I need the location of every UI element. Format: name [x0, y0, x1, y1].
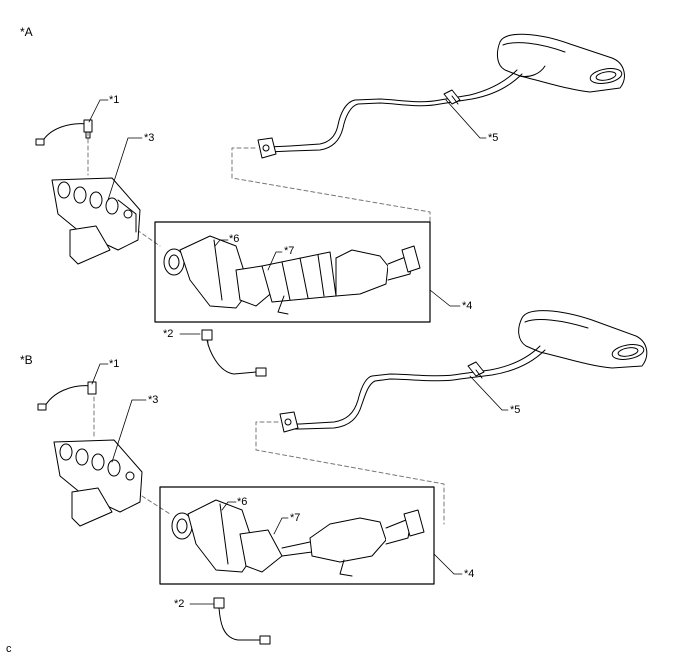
callout-a-7: *7 — [284, 245, 295, 257]
section-b — [37, 310, 648, 613]
callout-a-3: *3 — [144, 132, 155, 144]
section-a-label: *A — [20, 25, 33, 39]
oxygen-sensor-a-2 — [201, 329, 267, 377]
callout-a-5: *5 — [488, 132, 499, 144]
leader-lines — [88, 99, 509, 605]
oxygen-sensor-b-2 — [213, 597, 271, 645]
front-pipe-assembly-a — [163, 235, 421, 315]
dashed-guides-a — [87, 131, 431, 347]
oxygen-sensor-a-1 — [35, 119, 93, 146]
group-box-b — [159, 486, 435, 585]
front-pipe-assembly-b — [171, 499, 425, 577]
section-a — [35, 33, 625, 347]
dashed-guides-b — [93, 389, 445, 613]
oxygen-sensor-b-1 — [37, 381, 97, 411]
callout-b-6: *6 — [237, 496, 248, 508]
callout-b-5: *5 — [510, 404, 521, 416]
exhaust-manifold-b — [53, 439, 143, 527]
exhaust-manifold-a — [51, 177, 141, 265]
callout-a-2: *2 — [163, 328, 174, 340]
section-b-label: *B — [20, 353, 33, 367]
footer-code: c — [6, 643, 12, 655]
callout-a-1: *1 — [109, 94, 120, 106]
callout-b-2: *2 — [174, 598, 185, 610]
callout-b-7: *7 — [290, 512, 301, 524]
callout-b-1: *1 — [109, 358, 120, 370]
callout-b-3: *3 — [148, 394, 159, 406]
tail-pipe-assembly-a — [257, 33, 625, 159]
callout-b-4: *4 — [464, 568, 475, 580]
callout-a-6: *6 — [229, 233, 240, 245]
callout-a-4: *4 — [462, 300, 473, 312]
tail-pipe-assembly-b — [279, 310, 648, 433]
group-box-a — [154, 221, 431, 323]
